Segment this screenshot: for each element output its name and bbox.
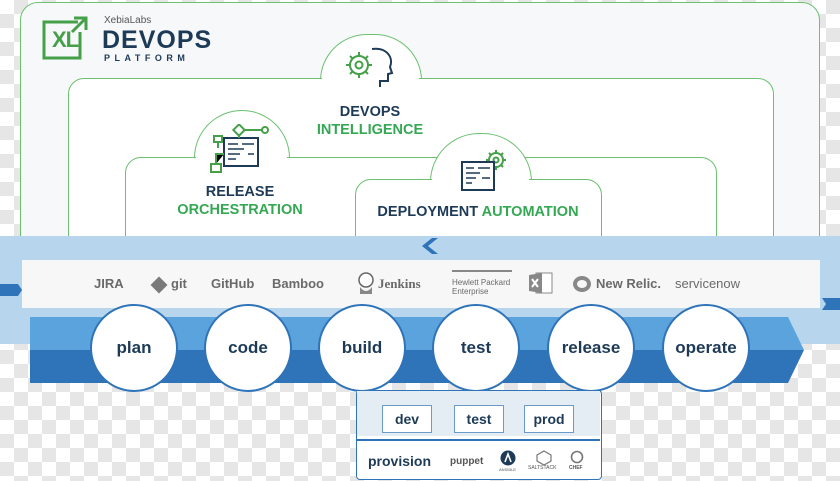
deployment-part1: DEPLOYMENT [377,204,479,220]
stage-operate: operate [662,304,750,392]
stage-build: build [318,304,406,392]
saltstack-logo: SALTSTACK [528,465,557,471]
chef-logo: CHEF [569,465,583,471]
new-relic-logo: New Relic. [596,276,662,291]
git-icon [150,276,168,294]
xl-logo-icon [42,16,88,60]
head-gear-icon [346,47,394,87]
logo-mark: XL [52,27,79,52]
env-dev: dev [382,405,432,433]
env-test: test [454,405,504,433]
intelligence-heading: DEVOPS INTELLIGENCE [290,103,450,139]
release-line1: RELEASE [205,184,275,200]
hpe-logo-line2: Enterprise [452,287,489,296]
stage-plan: plan [90,304,178,392]
github-logo: GitHub [211,276,255,291]
stage-code: code [204,304,292,392]
intelligence-joint [321,78,419,82]
provision-label: provision [368,453,432,469]
ansible-icon [500,450,516,466]
deployment-heading: DEPLOYMENT AUTOMATION [356,203,600,221]
servicenow-logo: servicenow [675,276,741,291]
logo-subtitle: PLATFORM [104,53,190,63]
git-logo: git [171,276,187,291]
env-prod: prod [524,405,574,433]
new-relic-icon [573,276,591,292]
chef-icon [570,450,584,464]
logo-company: XebiaLabs [104,15,152,26]
saltstack-icon [536,450,552,466]
band-chevrons [0,238,840,310]
release-line2: ORCHESTRATION [177,202,303,218]
document-gear-icon [461,150,506,191]
environment-divider [357,439,600,441]
puppet-logo: puppet [450,456,484,467]
deployment-part2: AUTOMATION [481,204,579,220]
jenkins-icon [358,272,374,294]
hpe-logo-line1: Hewlett Packard [452,278,511,287]
jenkins-logo: Jenkins [378,276,421,291]
intelligence-line1: DEVOPS [339,104,401,120]
excel-icon [529,272,553,294]
release-heading: RELEASE ORCHESTRATION [160,183,320,219]
stage-release: release [547,304,635,392]
ansible-logo: ANSIBLE [499,467,516,472]
logo-product: DEVOPS [102,26,213,54]
jira-logo: JIRA [94,276,124,291]
hpe-bar [452,270,512,272]
flow-document-icon [210,124,269,173]
stage-test: test [432,304,520,392]
intelligence-line2: INTELLIGENCE [316,122,424,138]
bamboo-logo: Bamboo [272,276,324,291]
